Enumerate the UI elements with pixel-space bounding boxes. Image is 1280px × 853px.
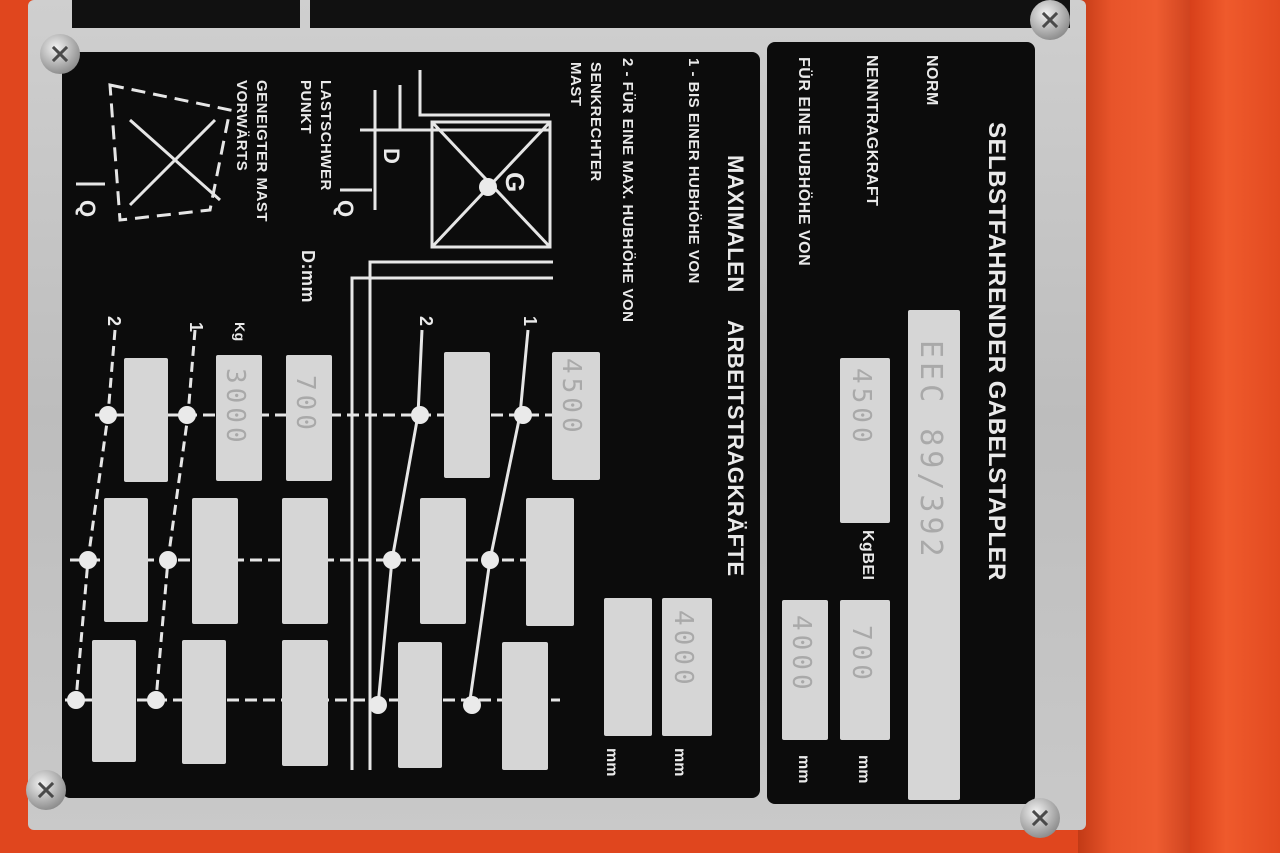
capacity-cell — [192, 498, 238, 624]
capacity-cell — [286, 355, 332, 481]
norm-value-box — [908, 310, 960, 800]
capacity-cell — [124, 358, 168, 482]
capacity-cell — [444, 352, 490, 478]
capacity-value-box — [840, 358, 890, 523]
capacity-cell — [104, 498, 148, 622]
lift-value-box — [782, 600, 828, 740]
capacity-cell — [92, 640, 136, 762]
screw-icon — [26, 770, 66, 810]
max-lift-box-2 — [604, 598, 652, 736]
screw-icon — [40, 34, 80, 74]
capacity-cell — [282, 640, 328, 766]
capacity-cell — [526, 498, 574, 626]
row1-vertical-load: 4500 — [556, 358, 586, 437]
capacity-cell — [282, 498, 328, 624]
capacity-cell — [552, 352, 600, 480]
orange-frame-rim — [1078, 0, 1190, 853]
capacity-cell — [398, 642, 442, 768]
row1-tilt-d: 700 — [290, 375, 320, 434]
row1-tilt-load: 3000 — [220, 368, 250, 447]
top-panel-strip — [310, 0, 1070, 28]
capacity-at-box — [840, 600, 890, 740]
screw-icon — [1030, 0, 1070, 40]
capacity-cell — [502, 642, 548, 770]
capacity-cell — [182, 640, 226, 764]
capacity-cell — [420, 498, 466, 624]
screw-icon — [1020, 798, 1060, 838]
capacity-cell — [216, 355, 262, 481]
max-lift-value-1: 4000 — [668, 610, 698, 689]
top-panel-strip — [72, 0, 300, 28]
max-lift-box-1 — [662, 598, 712, 736]
orange-housing — [1190, 0, 1280, 853]
